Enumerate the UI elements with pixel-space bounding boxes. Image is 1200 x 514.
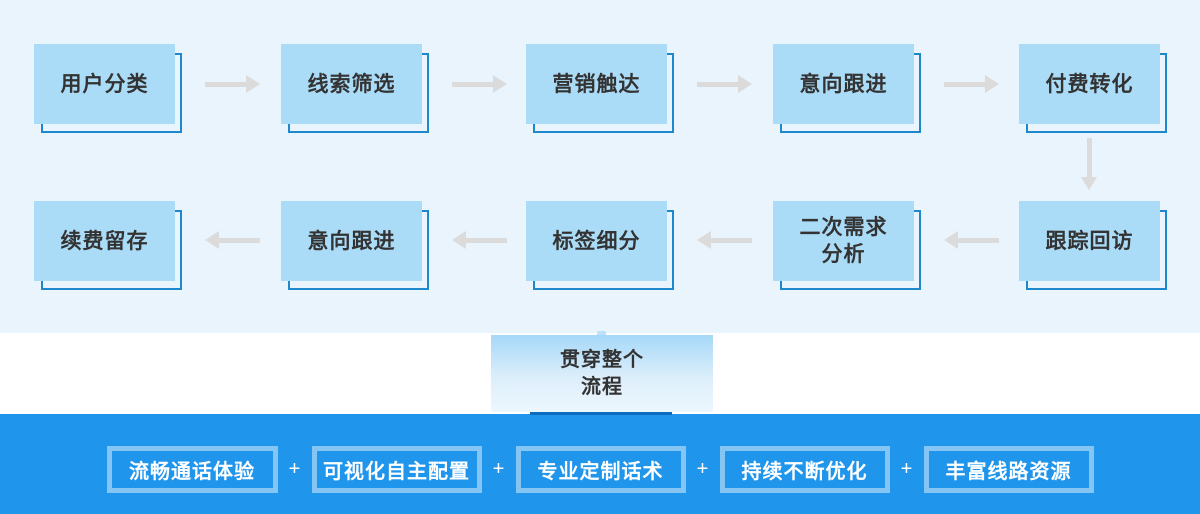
feature-item-custom-scripts: 专业定制话术 [515,446,686,493]
plus-separator: + [696,458,709,480]
flow-step-label: 线索筛选 [307,72,396,96]
box-fill: 意向跟进 [281,201,422,281]
flow-step-secondary-demand-analysis: 二次需求 分析 [773,201,921,290]
feature-bar: 流畅通话体验 + 可视化自主配置 + 专业定制话术 + 持续不断优化 + 丰富线… [0,414,1200,514]
process-badge: 贯穿整个 流程 [491,335,713,412]
arrow-down-icon [1081,138,1098,190]
feature-item-label: 可视化自主配置 [323,461,470,483]
arrow-left-icon [452,231,507,249]
feature-item-label: 流畅通话体验 [129,461,255,483]
flow-step-lead-screening: 线索筛选 [281,44,429,133]
arrow-right-icon [944,75,999,93]
flow-step-label: 意向跟进 [307,229,396,253]
feature-item-visual-config: 可视化自主配置 [311,446,482,493]
flow-step-label: 二次需求 分析 [799,216,888,266]
badge-pointer-icon [597,331,606,335]
feature-item-call-quality: 流畅通话体验 [106,446,278,493]
feature-item-line-resources: 丰富线路资源 [923,446,1094,493]
plus-separator: + [288,458,301,480]
arrow-right-icon [697,75,752,93]
flow-step-paid-conversion: 付费转化 [1019,44,1167,133]
box-fill: 付费转化 [1019,44,1160,124]
flow-step-follow-up-visit: 跟踪回访 [1019,201,1167,290]
flow-step-label: 续费留存 [60,229,149,253]
flow-step-tag-segmentation: 标签细分 [526,201,674,290]
box-fill: 线索筛选 [281,44,422,124]
flow-step-intent-followup-1: 意向跟进 [773,44,921,133]
arrow-right-icon [205,75,260,93]
arrow-left-icon [205,231,260,249]
process-badge-label: 贯穿整个 流程 [560,348,644,398]
flow-step-label: 营销触达 [552,72,641,96]
arrow-right-icon [452,75,507,93]
arrow-left-icon [944,231,999,249]
flow-step-label: 意向跟进 [799,72,888,96]
flow-step-user-classification: 用户分类 [34,44,182,133]
flow-step-marketing-reach: 营销触达 [526,44,674,133]
box-fill: 意向跟进 [773,44,914,124]
feature-item-label: 专业定制话术 [537,461,664,483]
feature-item-label: 丰富线路资源 [945,461,1072,483]
feature-item-label: 持续不断优化 [741,461,868,483]
box-fill: 用户分类 [34,44,175,124]
feature-item-continuous-optimization: 持续不断优化 [719,446,890,493]
flow-step-label: 标签细分 [552,229,641,253]
flow-step-renewal-retention: 续费留存 [34,201,182,290]
feature-bar-items: 流畅通话体验 + 可视化自主配置 + 专业定制话术 + 持续不断优化 + 丰富线… [0,446,1200,493]
flow-step-label: 用户分类 [60,72,149,96]
box-fill: 二次需求 分析 [773,201,914,281]
box-fill: 标签细分 [526,201,667,281]
plus-separator: + [900,458,913,480]
flow-step-label: 付费转化 [1045,72,1134,96]
arrow-left-icon [697,231,752,249]
plus-separator: + [492,458,505,480]
flow-step-intent-followup-2: 意向跟进 [281,201,429,290]
box-fill: 营销触达 [526,44,667,124]
box-fill: 跟踪回访 [1019,201,1160,281]
flow-step-label: 跟踪回访 [1045,229,1134,253]
badge-shadow [530,410,672,415]
box-fill: 续费留存 [34,201,175,281]
